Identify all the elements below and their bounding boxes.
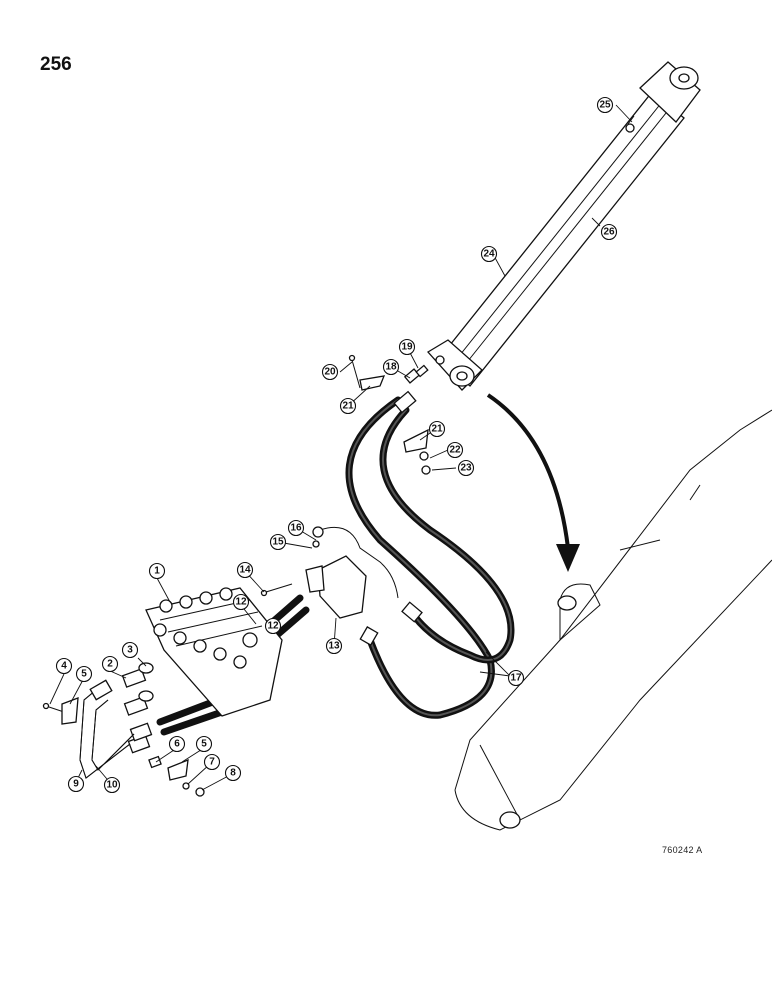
callout-label: 21 [431, 424, 443, 435]
callout-label: 20 [324, 367, 336, 378]
leader-lines [49, 104, 633, 791]
callout-label: 5 [81, 669, 87, 680]
callout-label: 8 [230, 768, 236, 779]
callout-label: 9 [73, 779, 79, 790]
callout-label: 13 [328, 641, 340, 652]
callout-label: 12 [267, 621, 279, 632]
control-valve [145, 587, 283, 717]
callout-9: 9 [67, 775, 85, 793]
callout-label: 18 [385, 362, 397, 373]
hydraulic-hoses [156, 390, 515, 736]
callout-label: 17 [510, 673, 522, 684]
callout-23: 23 [457, 459, 475, 477]
callout-label: 21 [342, 401, 354, 412]
hydraulic-cylinder [426, 61, 701, 391]
callout-label: 1 [154, 566, 160, 577]
callout-26: 26 [600, 223, 618, 241]
callout-13: 13 [325, 637, 343, 655]
callout-label: 22 [449, 445, 461, 456]
pointer-arrow [486, 393, 580, 572]
callout-10: 10 [103, 776, 121, 794]
callout-5-lower: 5 [195, 735, 213, 753]
callout-label: 15 [272, 537, 284, 548]
callout-12-lower: 12 [264, 617, 282, 635]
callout-24: 24 [480, 245, 498, 263]
cylinder-fittings [348, 354, 431, 475]
callout-label: 25 [599, 100, 611, 111]
steel-tubes [79, 679, 135, 779]
callout-21-lower: 21 [428, 420, 446, 438]
drawing-reference-code: 760242 A [662, 845, 703, 855]
callout-label: 12 [235, 597, 247, 608]
callout-1: 1 [148, 562, 166, 580]
callout-7: 7 [203, 753, 221, 771]
valve-fittings [42, 662, 205, 797]
callout-label: 23 [460, 463, 472, 474]
callout-label: 6 [174, 739, 180, 750]
callout-label: 4 [61, 661, 67, 672]
callout-label: 2 [107, 659, 113, 670]
callout-21-upper: 21 [339, 397, 357, 415]
callout-14: 14 [236, 561, 254, 579]
callout-25: 25 [596, 96, 614, 114]
callout-label: 10 [106, 780, 118, 791]
callout-22: 22 [446, 441, 464, 459]
manifold-block [260, 526, 399, 619]
boom-outline [454, 409, 772, 831]
callout-label: 3 [127, 645, 133, 656]
callout-label: 26 [603, 227, 615, 238]
callout-label: 14 [239, 565, 251, 576]
callout-3: 3 [121, 641, 139, 659]
callout-20: 20 [321, 363, 339, 381]
callout-16: 16 [287, 519, 305, 537]
callout-label: 24 [483, 249, 495, 260]
callout-5: 5 [75, 665, 93, 683]
callout-label: 16 [290, 523, 302, 534]
callout-19: 19 [398, 338, 416, 356]
callout-6: 6 [168, 735, 186, 753]
callout-2: 2 [101, 655, 119, 673]
callout-12-upper: 12 [232, 593, 250, 611]
callout-18: 18 [382, 358, 400, 376]
callout-4: 4 [55, 657, 73, 675]
page-number: 256 [40, 54, 72, 75]
callout-label: 5 [201, 739, 207, 750]
callout-8: 8 [224, 764, 242, 782]
callout-15: 15 [269, 533, 287, 551]
callout-label: 7 [209, 757, 215, 768]
callout-17: 17 [507, 669, 525, 687]
callout-label: 19 [401, 342, 413, 353]
